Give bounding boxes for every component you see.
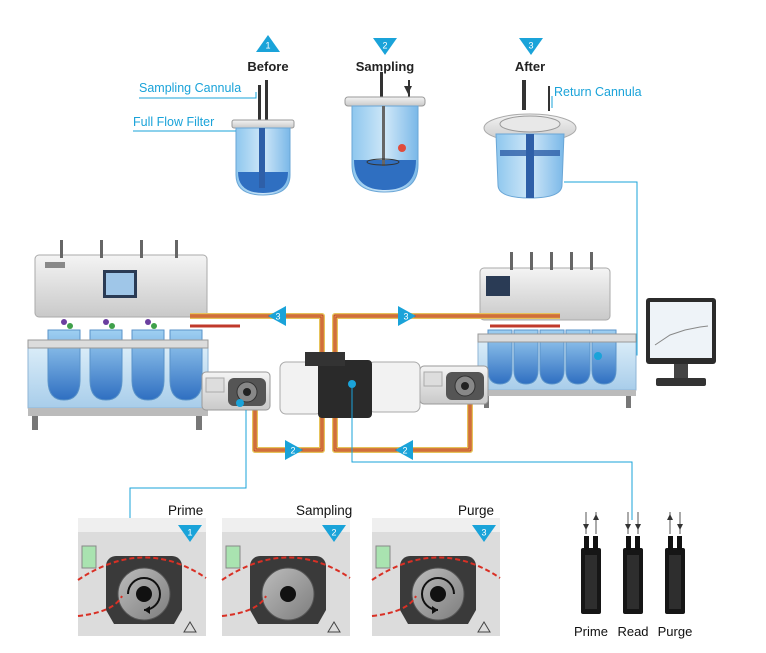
pump-tubing-path xyxy=(371,556,501,581)
flow-marker-4-number: 2 xyxy=(402,446,407,456)
step-1-title: Before xyxy=(247,59,289,74)
step-3-title: After xyxy=(514,59,546,74)
step-1-marker: 1 xyxy=(256,35,280,52)
cuvette-port xyxy=(593,536,598,550)
pump-mode-sampling-title: Sampling xyxy=(296,503,353,518)
flow-direction-arrow-icon xyxy=(625,524,631,530)
pump-top xyxy=(222,518,350,532)
pump-rotor-hub xyxy=(430,586,446,602)
warning-icon xyxy=(183,621,197,633)
full-flow-filter-label: Full Flow Filter xyxy=(133,115,215,129)
pump-indicator xyxy=(225,545,241,569)
step-1-marker-number: 1 xyxy=(265,41,270,51)
cuvette-port xyxy=(626,536,631,550)
left-dissolution-apparatus xyxy=(27,240,209,430)
step-2-marker: 2 xyxy=(373,38,397,55)
pump-tubing-path xyxy=(77,556,207,581)
step-1-marker-shape xyxy=(256,35,280,52)
warning-icon xyxy=(327,621,341,633)
pump-top xyxy=(372,518,500,532)
pump-mode-purge-marker-shape xyxy=(472,525,496,542)
computer-monitor xyxy=(646,298,716,386)
flow-cell-prime xyxy=(581,512,601,614)
pump-mode-prime-marker-shape xyxy=(178,525,202,542)
flow-marker-3: 2 xyxy=(285,440,303,460)
step-2-title: Sampling xyxy=(355,59,415,74)
flow-cell-read-label: Read xyxy=(617,624,649,639)
warning-icon xyxy=(477,621,491,633)
step-2-marker-number: 2 xyxy=(382,41,387,51)
flow-marker-1-number: 3 xyxy=(275,312,280,322)
rotation-arrowhead-icon xyxy=(432,606,438,614)
cuvette-window xyxy=(669,555,681,609)
flow-marker-2: 3 xyxy=(398,306,416,326)
pump-mode-panel-sampling: 2 xyxy=(221,518,351,636)
callout-leaders xyxy=(133,92,553,132)
vessel-before xyxy=(231,80,295,196)
pump-mode-purge-marker: 3 xyxy=(472,525,496,542)
flow-marker-3-number: 2 xyxy=(290,446,295,456)
flow-marker-4: 2 xyxy=(395,440,413,460)
vessel-after xyxy=(483,80,577,199)
cuvette-port xyxy=(584,536,589,550)
return-cannula-label: Return Cannula xyxy=(554,85,642,99)
flow-direction-arrow-icon xyxy=(593,514,599,520)
step-3-marker-shape xyxy=(519,38,543,55)
rotation-arrow-icon xyxy=(127,577,161,611)
flow-cell-read xyxy=(623,512,643,614)
flow-marker-3-shape xyxy=(285,440,303,460)
pump-mode-purge-title: Purge xyxy=(458,503,495,518)
rotation-arrow-icon xyxy=(421,577,455,611)
pump-tubing-path xyxy=(221,556,351,581)
detail-connector-lines xyxy=(129,388,633,520)
flow-marker-1-shape xyxy=(268,306,286,326)
right-dissolution-apparatus xyxy=(477,252,637,408)
step-3-marker: 3 xyxy=(519,38,543,55)
pump-rotor-hub xyxy=(280,586,296,602)
flow-cell-purge xyxy=(665,512,685,614)
pump-mode-prime-title: Prime xyxy=(168,503,204,518)
flow-marker-1: 3 xyxy=(268,306,286,326)
flow-marker-2-shape xyxy=(398,306,416,326)
cuvette-port xyxy=(677,536,682,550)
pump-indicator xyxy=(375,545,391,569)
pump-top xyxy=(78,518,206,532)
pump-mode-panel-purge: 3 xyxy=(371,518,501,636)
flow-cell-purge-label: Purge xyxy=(657,624,693,639)
flow-cell-prime-label: Prime xyxy=(574,624,608,639)
step-2-marker-shape xyxy=(373,38,397,55)
flow-direction-arrow-icon xyxy=(667,514,673,520)
flow-marker-2-number: 3 xyxy=(403,312,408,322)
vessel-sampling xyxy=(344,72,426,193)
pump-rotor-hub xyxy=(136,586,152,602)
flow-direction-arrow-icon xyxy=(583,524,589,530)
rotation-arrowhead-icon xyxy=(144,606,150,614)
pump-mode-sampling-marker-shape xyxy=(322,525,346,542)
sampling-cannula-label: Sampling Cannula xyxy=(139,81,242,95)
cuvette-port xyxy=(635,536,640,550)
cuvette-window xyxy=(627,555,639,609)
step-3-marker-number: 3 xyxy=(528,41,533,51)
right-peristaltic-pump xyxy=(419,365,489,405)
cuvette-port xyxy=(668,536,673,550)
pump-mode-sampling-marker: 2 xyxy=(322,525,346,542)
flow-direction-arrow-icon xyxy=(677,524,683,530)
spectrophotometer xyxy=(279,352,421,418)
left-peristaltic-pump xyxy=(201,371,271,411)
pump-mode-purge-marker-number: 3 xyxy=(481,528,486,538)
pump-mode-prime-marker-number: 1 xyxy=(187,528,192,538)
pump-mode-prime-marker: 1 xyxy=(178,525,202,542)
cuvette-window xyxy=(585,555,597,609)
pump-mode-sampling-marker-number: 2 xyxy=(331,528,336,538)
flow-direction-arrow-icon xyxy=(635,524,641,530)
pump-indicator xyxy=(81,545,97,569)
pump-mode-panel-prime: 1 xyxy=(77,518,207,636)
flow-marker-4-shape xyxy=(395,440,413,460)
